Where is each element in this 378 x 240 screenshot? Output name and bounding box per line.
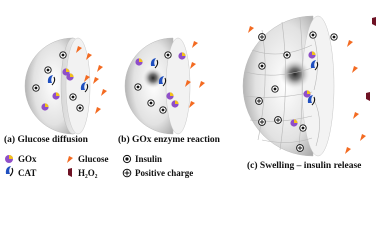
gox-icon xyxy=(171,100,179,108)
diagram-canvas: (a) Glucose diffusion (b) GOx enzyme rea… xyxy=(4,15,376,178)
cat-icon xyxy=(310,60,319,71)
h2o2-icon xyxy=(372,17,376,26)
insulin-icon xyxy=(147,99,155,107)
insulin-icon xyxy=(164,51,172,59)
legend-gox-icon xyxy=(5,155,13,163)
glucose-icon xyxy=(353,112,359,119)
insulin-icon xyxy=(32,84,40,92)
insulin-icon xyxy=(134,83,142,91)
gox-icon xyxy=(166,92,174,100)
insulin-icon xyxy=(44,66,52,74)
glucose-icon xyxy=(185,80,191,87)
insulin-icon xyxy=(59,51,67,59)
glucose-icon xyxy=(360,134,366,141)
positive-charge-icon xyxy=(258,33,266,41)
gox-icon xyxy=(308,51,316,59)
insulin-icon xyxy=(271,85,279,93)
insulin-icon xyxy=(309,31,317,39)
positive-charge-icon xyxy=(296,144,304,152)
insulin-icon xyxy=(159,106,167,114)
legend-cat-label: CAT xyxy=(18,168,36,178)
glucose-icon xyxy=(347,40,353,47)
positive-charge-icon xyxy=(255,97,263,105)
cat-icon xyxy=(158,76,167,87)
glucose-icon xyxy=(76,46,82,53)
cat-icon xyxy=(80,82,89,93)
glucose-icon xyxy=(97,65,103,72)
insulin-icon xyxy=(299,124,307,132)
insulin-icon xyxy=(258,62,266,70)
legend-insulin-icon xyxy=(122,154,132,164)
insulin-icon xyxy=(330,33,338,41)
legend-glucose-label: Glucose xyxy=(78,154,109,164)
gox-icon xyxy=(52,92,60,100)
gox-icon xyxy=(41,103,49,111)
caption-panel-a: (a) Glucose diffusion xyxy=(4,134,89,145)
panel-c-swollen-sphere xyxy=(242,15,335,157)
insulin-icon xyxy=(283,51,291,59)
gox-icon xyxy=(62,68,70,76)
glucose-icon xyxy=(93,77,99,84)
legend-glucose-icon xyxy=(67,156,73,163)
glucose-icon xyxy=(95,107,101,114)
positive-charge-icon xyxy=(258,118,266,126)
legend-cat-icon xyxy=(5,166,14,177)
glucose-icon xyxy=(192,41,198,48)
glucose-icon xyxy=(352,66,358,73)
legend-h2o2-label: H₂O₂ xyxy=(78,168,98,178)
caption-panel-b: (b) GOx enzyme reaction xyxy=(118,134,221,145)
legend-insulin-label: Insulin xyxy=(135,154,162,164)
gox-icon xyxy=(178,52,186,60)
legend-gox-label: GOx xyxy=(18,154,37,164)
legend: GOx CAT Glucose H₂O₂ Insulin Positive ch… xyxy=(5,154,193,178)
gox-icon xyxy=(66,73,74,81)
glucose-icon xyxy=(189,101,195,108)
legend-positive-charge-label: Positive charge xyxy=(135,168,193,178)
glucose-icon xyxy=(190,62,196,69)
positive-charge-icon xyxy=(274,116,282,124)
glucose-icon xyxy=(199,81,205,88)
insulin-icon xyxy=(69,93,77,101)
gox-icon xyxy=(303,90,311,98)
legend-positive-charge-icon xyxy=(122,168,132,178)
legend-h2o2-icon xyxy=(68,168,72,177)
cat-icon xyxy=(47,75,56,86)
glucose-icon xyxy=(86,53,92,60)
gox-icon xyxy=(135,58,143,66)
glucose-icon xyxy=(101,89,107,96)
glucose-icon xyxy=(345,147,351,154)
caption-panel-c: (c) Swelling – insulin release xyxy=(247,160,361,171)
cat-icon xyxy=(307,95,316,106)
insulin-icon xyxy=(76,104,84,112)
glucose-icon xyxy=(248,26,254,33)
polymer-network xyxy=(243,17,320,155)
gox-icon xyxy=(290,119,298,127)
h2o2-icon xyxy=(366,92,370,101)
glucose-icon xyxy=(84,75,90,82)
cat-icon xyxy=(150,58,159,69)
